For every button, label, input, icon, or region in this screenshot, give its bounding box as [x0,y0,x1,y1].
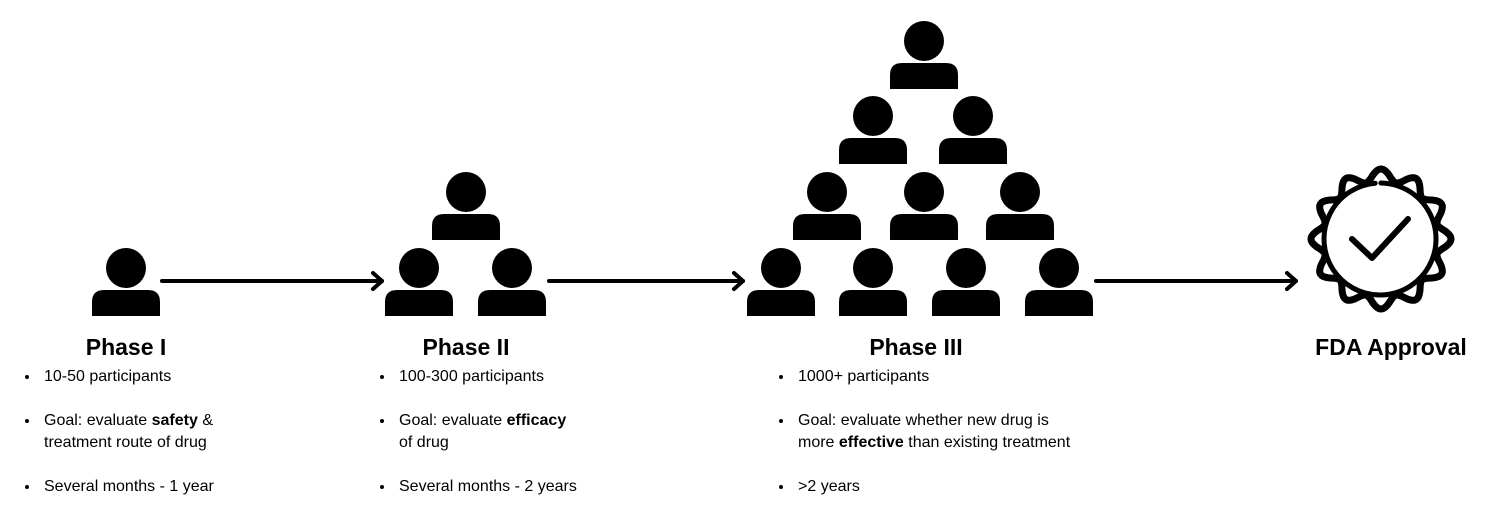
phase-3-details: 1000+ participants Goal: evaluate whethe… [776,366,1070,498]
phase-2-participants-icon [385,172,546,316]
person-icon [839,248,907,316]
person-icon [793,172,861,240]
phase-3-participants: 1000+ participants [798,368,930,385]
person-icon [932,248,1000,316]
person-icon [986,172,1054,240]
list-item: Several months - 1 year [40,476,214,498]
phase-2-details: 100-300 participants Goal: evaluate effi… [377,366,577,498]
phase-2-participants: 100-300 participants [399,368,544,385]
list-item: 10-50 participants [40,366,214,388]
phase-1-participants: 10-50 participants [44,368,172,385]
list-item: Several months - 2 years [395,476,577,498]
person-icon [385,248,453,316]
phase-1-goal-emphasis: safety [151,412,198,429]
phase-3-goal-prefix: more [798,434,839,451]
phase-2-duration: Several months - 2 years [399,478,577,495]
person-icon [747,248,815,316]
check-badge-icon [1307,165,1455,313]
person-icon [432,172,500,240]
phase-2-goal-line2: of drug [399,434,449,451]
phase-3-title: Phase III [869,334,963,360]
fda-approval-title: FDA Approval [1315,334,1467,360]
arrow-right-icon [1094,271,1298,291]
person-icon [1025,248,1093,316]
phase-2-goal-prefix: Goal: evaluate [399,412,507,429]
list-item: Goal: evaluate efficacy of drug [395,410,577,454]
person-icon [890,21,958,89]
list-item: >2 years [794,476,1070,498]
phase-1-goal-prefix: Goal: evaluate [44,412,152,429]
person-icon [839,96,907,164]
person-icon [939,96,1007,164]
phase-1-title: Phase I [85,334,167,360]
list-item: Goal: evaluate whether new drug is more … [794,410,1070,454]
phase-3-duration: >2 years [798,478,860,495]
phase-3-goal-line1: Goal: evaluate whether new drug is [798,412,1049,429]
phase-3-participants-icon [747,21,1093,316]
phase-2-title: Phase II [422,334,510,360]
person-icon [92,248,160,316]
phase-3-goal-emphasis: effective [838,434,904,451]
phase-1-goal-suffix: & [197,412,213,429]
list-item: 100-300 participants [395,366,577,388]
arrow-right-icon [160,271,384,291]
arrow-right-icon [547,271,745,291]
list-item: 1000+ participants [794,366,1070,388]
list-item: Goal: evaluate safety & treatment route … [40,410,214,454]
person-icon [890,172,958,240]
phase-1-participants-icon [92,248,160,316]
phase-2-goal-emphasis: efficacy [506,412,567,429]
phase-1-details: 10-50 participants Goal: evaluate safety… [22,366,214,498]
phase-1-goal-line2: treatment route of drug [44,434,207,451]
person-icon [478,248,546,316]
phase-3-goal-suffix: than existing treatment [903,434,1071,451]
phase-1-duration: Several months - 1 year [44,478,214,495]
